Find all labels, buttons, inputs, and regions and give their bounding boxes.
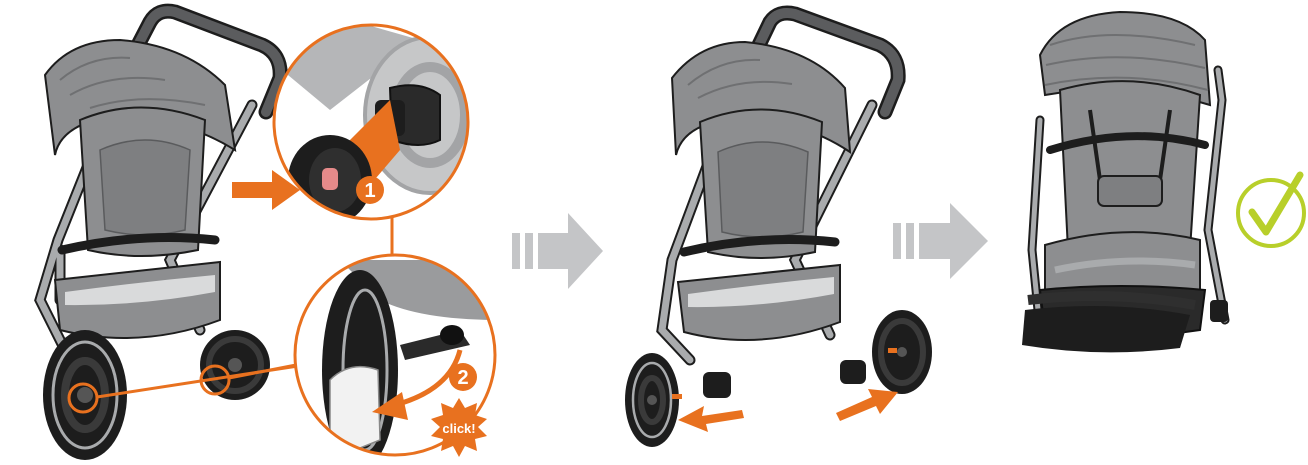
svg-text:2: 2 — [457, 367, 468, 389]
stroller-3 — [1022, 12, 1228, 352]
pull-right-arrow-icon — [836, 389, 898, 421]
zoom-detail-release-button: 1 — [270, 20, 495, 225]
pull-left-arrow-icon — [678, 406, 744, 432]
stroller-2 — [625, 13, 932, 447]
zoom-detail-wheel-attach: 2 click! — [295, 255, 500, 465]
svg-text:1: 1 — [364, 180, 375, 202]
detached-rear-wheel — [625, 353, 682, 447]
step-1-marker: 1 — [356, 176, 384, 204]
detached-front-wheel — [872, 310, 932, 394]
release-button-icon — [322, 168, 338, 190]
stroller-1 — [40, 11, 300, 460]
striped-right-arrow-icon — [512, 213, 603, 289]
step-2-marker: 2 — [449, 363, 477, 391]
check-circle-icon — [1238, 175, 1304, 246]
striped-right-arrow-icon-2 — [893, 203, 988, 279]
front-wheel — [200, 330, 270, 400]
svg-text:click!: click! — [442, 421, 475, 436]
